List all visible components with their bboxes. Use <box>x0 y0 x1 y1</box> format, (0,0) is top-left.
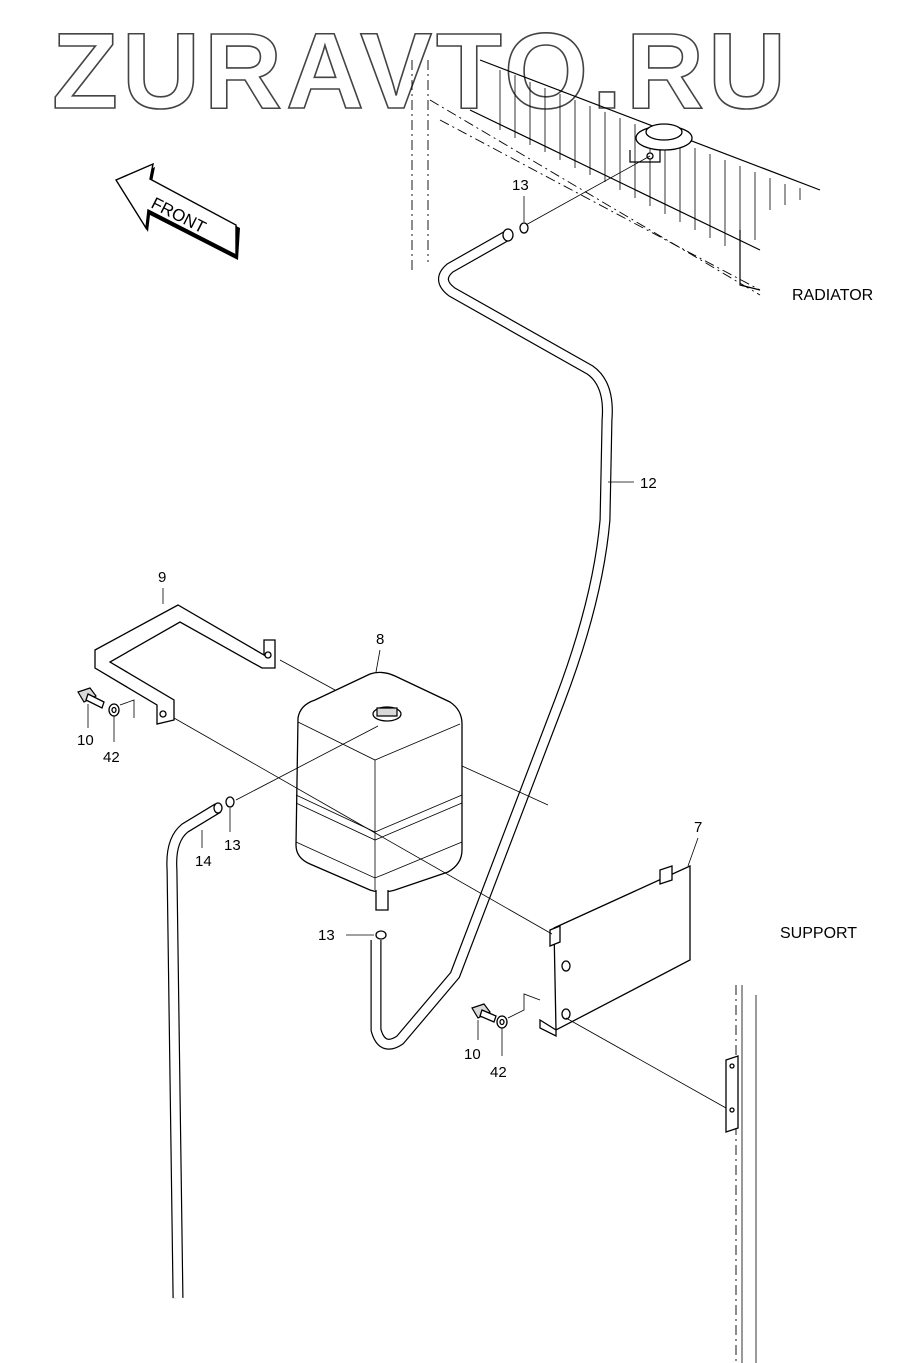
leader-radiator <box>523 155 651 227</box>
callout-7: 7 <box>694 819 702 836</box>
watermark-text: ZURAVTO.RU <box>52 10 790 131</box>
callout-13-tank-bottom: 13 <box>318 927 335 944</box>
callout-10-band: 10 <box>77 732 94 749</box>
callout-13-tank-side: 13 <box>224 837 241 854</box>
clamp-13-tank-side <box>225 796 235 808</box>
callout-8: 8 <box>376 631 384 648</box>
callout-12: 12 <box>640 475 657 492</box>
callout-13-radiator: 13 <box>512 177 529 194</box>
callout-10-bracket: 10 <box>464 1046 481 1063</box>
clamp-13-radiator <box>519 222 529 234</box>
band-9 <box>94 604 276 725</box>
caption-radiator: RADIATOR <box>792 287 873 304</box>
front-arrow: FRONT <box>114 162 240 260</box>
support-frame <box>725 985 757 1363</box>
callout-9: 9 <box>158 569 166 586</box>
bolt-10-band <box>77 687 105 709</box>
radiator <box>411 59 821 296</box>
callout-14: 14 <box>195 853 212 870</box>
caption-support: SUPPORT <box>780 925 857 942</box>
bolt-10-bracket <box>471 1003 497 1023</box>
reservoir-tank-8 <box>295 671 463 911</box>
callout-42-bracket: 42 <box>490 1064 507 1081</box>
hose-12 <box>370 228 613 1050</box>
callout-42-band: 42 <box>103 749 120 766</box>
hose-14 <box>166 802 223 1299</box>
bracket-7 <box>539 864 691 1038</box>
clamp-13-tank-bottom <box>375 930 387 940</box>
radiator-cap <box>629 123 693 163</box>
